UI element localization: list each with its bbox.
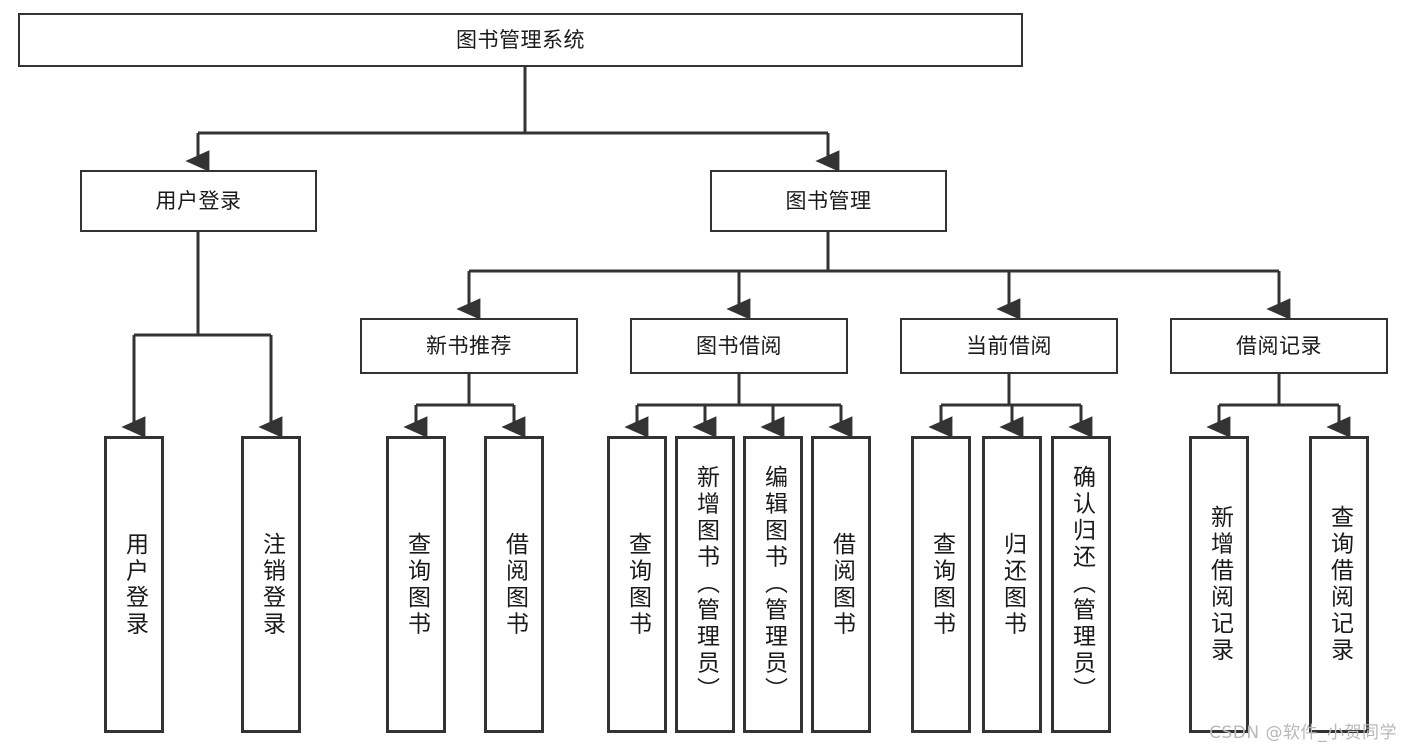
node-leaf-3[interactable]: 借阅图书 — [484, 436, 544, 733]
node-label: 查询借阅记录 — [1326, 505, 1353, 664]
node-label: 新书推荐 — [426, 333, 512, 358]
node-label: 图书管理 — [785, 188, 872, 213]
node-label: 当前借阅 — [966, 333, 1052, 358]
node-l3-3[interactable]: 借阅记录 — [1170, 318, 1388, 374]
node-label: 图书借阅 — [696, 333, 782, 358]
node-label: 借阅图书 — [828, 531, 855, 638]
node-leaf-0[interactable]: 用户登录 — [104, 436, 164, 733]
node-label: 图书管理系统 — [456, 27, 585, 52]
node-leaf-8[interactable]: 查询图书 — [911, 436, 971, 733]
node-leaf-5[interactable]: 新增图书（管理员） — [675, 436, 735, 733]
node-leaf-4[interactable]: 查询图书 — [607, 436, 667, 733]
node-label: 查询图书 — [928, 531, 955, 638]
node-label: 注销登录 — [258, 531, 285, 638]
node-label: 借阅记录 — [1236, 333, 1322, 358]
node-l3-0[interactable]: 新书推荐 — [360, 318, 578, 374]
node-label: 用户登录 — [121, 531, 148, 638]
node-leaf-12[interactable]: 查询借阅记录 — [1309, 436, 1369, 733]
node-l2-1[interactable]: 图书管理 — [710, 170, 947, 232]
node-leaf-9[interactable]: 归还图书 — [982, 436, 1042, 733]
node-root[interactable]: 图书管理系统 — [18, 13, 1023, 67]
node-leaf-7[interactable]: 借阅图书 — [811, 436, 871, 733]
node-label: 编辑图书（管理员） — [760, 465, 787, 704]
node-label: 新增图书（管理员） — [692, 465, 719, 704]
node-label: 借阅图书 — [501, 531, 528, 638]
node-label: 新增借阅记录 — [1206, 505, 1233, 664]
node-l2-0[interactable]: 用户登录 — [80, 170, 317, 232]
node-l3-2[interactable]: 当前借阅 — [900, 318, 1118, 374]
csdn-watermark: CSDN @软件_小贺同学 — [1209, 723, 1397, 743]
node-label: 归还图书 — [999, 531, 1026, 638]
node-leaf-6[interactable]: 编辑图书（管理员） — [743, 436, 803, 733]
node-leaf-1[interactable]: 注销登录 — [241, 436, 301, 733]
node-l3-1[interactable]: 图书借阅 — [630, 318, 848, 374]
node-leaf-10[interactable]: 确认归还（管理员） — [1051, 436, 1111, 733]
node-label: 用户登录 — [155, 188, 242, 213]
node-label: 查询图书 — [624, 531, 651, 638]
node-label: 确认归还（管理员） — [1068, 465, 1095, 704]
node-label: 查询图书 — [403, 531, 430, 638]
node-leaf-2[interactable]: 查询图书 — [386, 436, 446, 733]
node-leaf-11[interactable]: 新增借阅记录 — [1189, 436, 1249, 733]
